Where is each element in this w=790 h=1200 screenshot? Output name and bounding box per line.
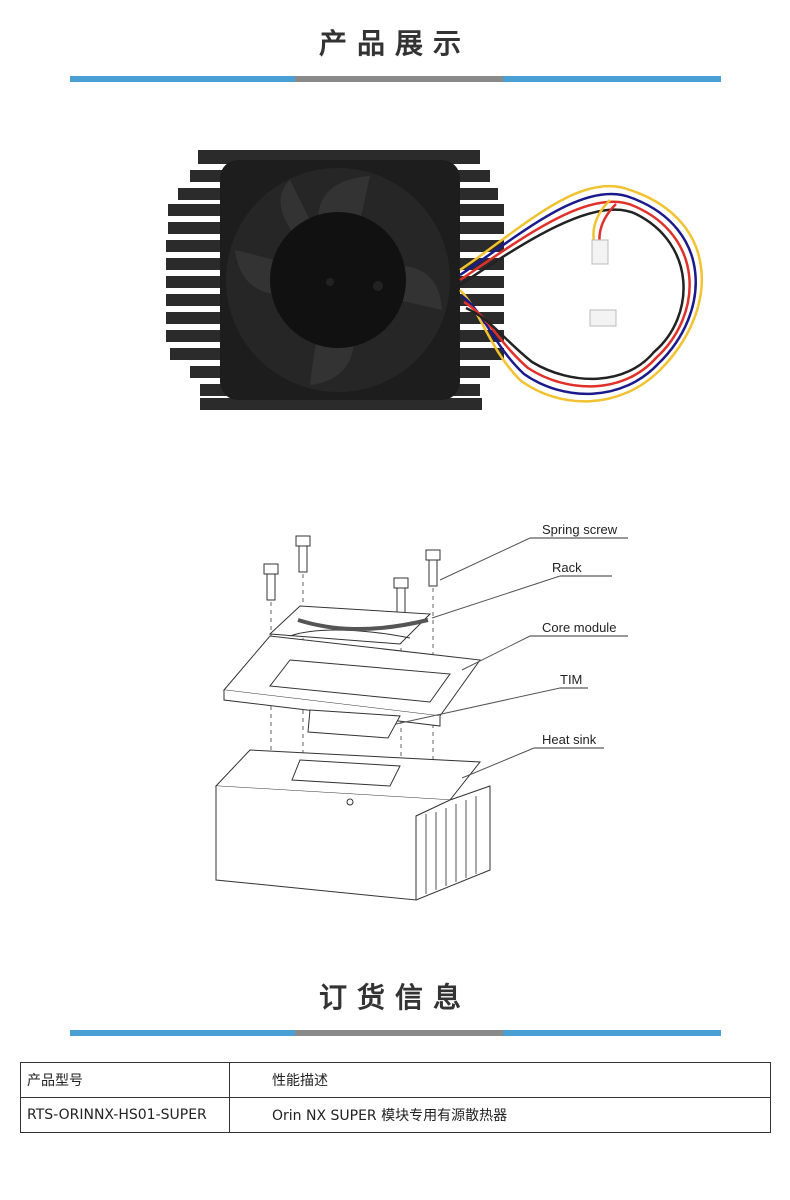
label-spring-screw: Spring screw <box>542 522 618 537</box>
title-divider <box>70 1030 721 1036</box>
label-heat-sink: Heat sink <box>542 732 597 747</box>
cell-model: RTS-ORINNX-HS01-SUPER <box>20 1097 230 1133</box>
label-rack: Rack <box>552 560 582 575</box>
fan-heatsink-image <box>166 150 703 410</box>
title-divider <box>70 76 721 82</box>
order-table: 产品型号 性能描述 RTS-ORINNX-HS01-SUPER Orin NX … <box>20 1062 771 1133</box>
header-description: 性能描述 <box>229 1062 771 1098</box>
section-title-order: 订货信息 <box>318 981 471 1014</box>
header-model: 产品型号 <box>20 1062 230 1098</box>
section-title-display: 产品展示 <box>318 27 471 60</box>
table-row: RTS-ORINNX-HS01-SUPER Orin NX SUPER 模块专用… <box>20 1097 771 1133</box>
cell-description: Orin NX SUPER 模块专用有源散热器 <box>229 1097 771 1133</box>
table-header-row: 产品型号 性能描述 <box>20 1062 771 1098</box>
label-core-module: Core module <box>542 620 616 635</box>
assembly-diagram: Spring screw Rack Core module TIM Heat s… <box>200 510 640 920</box>
product-photo <box>160 140 740 440</box>
label-tim: TIM <box>560 672 582 687</box>
screw-icon <box>263 535 441 615</box>
